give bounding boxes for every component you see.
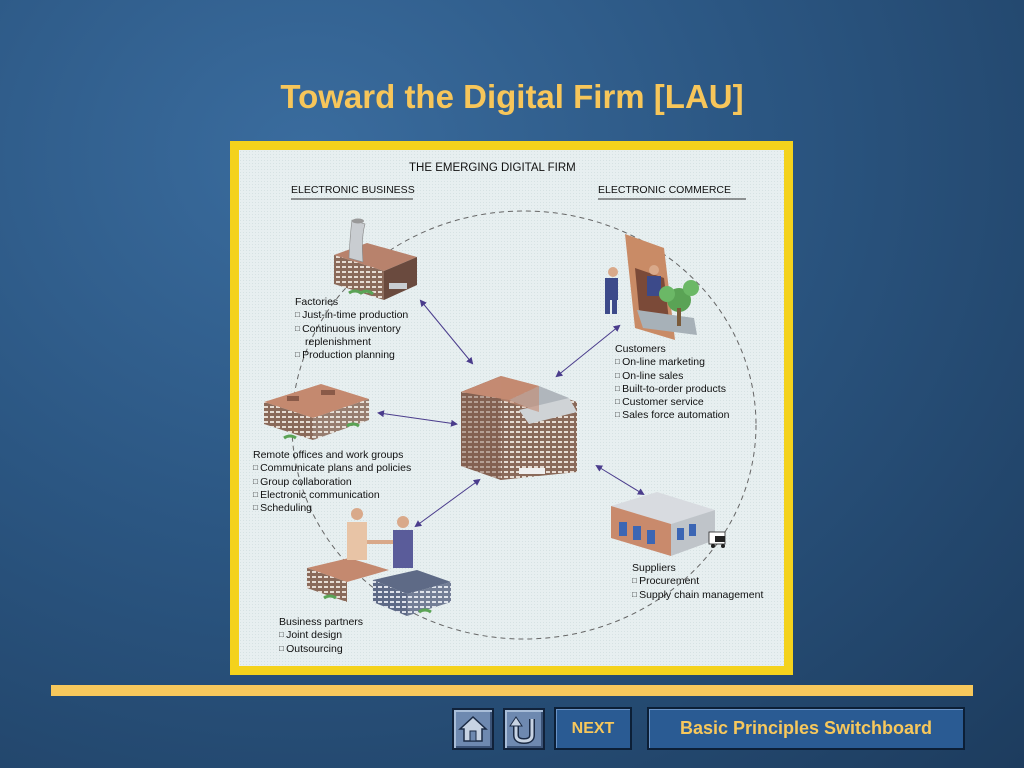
supplier-warehouse	[611, 492, 726, 556]
list-item: Sales force automation	[615, 409, 729, 422]
figure-frame: THE EMERGING DIGITAL FIRM ELECTRONIC BUS…	[230, 141, 793, 675]
factory-building	[334, 218, 417, 300]
partners-title: Business partners	[279, 616, 364, 628]
network-circle	[291, 210, 757, 640]
electronic-business-label: ELECTRONIC BUSINESS	[291, 184, 415, 196]
list-item: Electronic communication	[253, 489, 411, 502]
next-button[interactable]: NEXT	[554, 707, 632, 750]
arrow-remote	[377, 410, 458, 427]
return-button[interactable]	[503, 708, 545, 750]
suppliers-title: Suppliers	[632, 562, 676, 574]
diagram-heading: THE EMERGING DIGITAL FIRM	[409, 162, 576, 174]
customers-text: Customers On-line marketing On-line sale…	[615, 343, 729, 423]
digital-firm-diagram: THE EMERGING DIGITAL FIRM ELECTRONIC BUS…	[239, 150, 784, 666]
divider-bar	[51, 685, 973, 696]
list-item: Procurement	[632, 575, 763, 588]
remote-office-building	[264, 384, 369, 440]
list-item: Outsourcing	[279, 643, 363, 656]
factories-title: Factories	[295, 296, 339, 308]
remote-offices-text: Remote offices and work groups Communica…	[253, 449, 411, 515]
remote-offices-title: Remote offices and work groups	[253, 449, 404, 461]
slide-title: Toward the Digital Firm [LAU]	[280, 78, 744, 115]
list-item: Customer service	[615, 396, 729, 409]
home-button[interactable]	[452, 708, 494, 750]
partner-buildings	[307, 508, 451, 616]
return-icon	[509, 716, 535, 745]
home-icon	[458, 715, 488, 742]
switchboard-button[interactable]: Basic Principles Switchboard	[647, 707, 965, 750]
partners-text: Business partners Joint design Outsourci…	[279, 616, 363, 656]
diagram-graphics	[264, 198, 757, 640]
arrow-customers	[555, 324, 621, 378]
list-item: Joint design	[279, 629, 363, 642]
factories-text: Factories Just-in-time production Contin…	[295, 296, 408, 362]
arrow-factories	[419, 299, 474, 365]
customers-title: Customers	[615, 343, 666, 355]
arrow-suppliers	[595, 464, 645, 496]
list-item: Scheduling	[253, 502, 411, 515]
headquarters-building	[461, 376, 577, 480]
customer-shop	[605, 234, 699, 340]
suppliers-text: Suppliers Procurement Supply chain manag…	[632, 562, 763, 602]
list-item: Just-in-time production	[295, 309, 408, 322]
electronic-commerce-label: ELECTRONIC COMMERCE	[598, 184, 732, 196]
arrow-partners	[414, 478, 481, 528]
list-item: On-line sales	[615, 370, 729, 383]
connection-arrows	[377, 299, 645, 528]
list-item: Production planning	[295, 349, 408, 362]
list-item: Group collaboration	[253, 476, 411, 489]
list-item: Continuous inventory	[295, 323, 408, 336]
list-item-continuation: replenishment	[305, 335, 371, 348]
list-item: Supply chain management	[632, 589, 763, 602]
list-item: Communicate plans and policies	[253, 462, 411, 475]
list-item: On-line marketing	[615, 356, 729, 369]
list-item: Built-to-order products	[615, 383, 729, 396]
